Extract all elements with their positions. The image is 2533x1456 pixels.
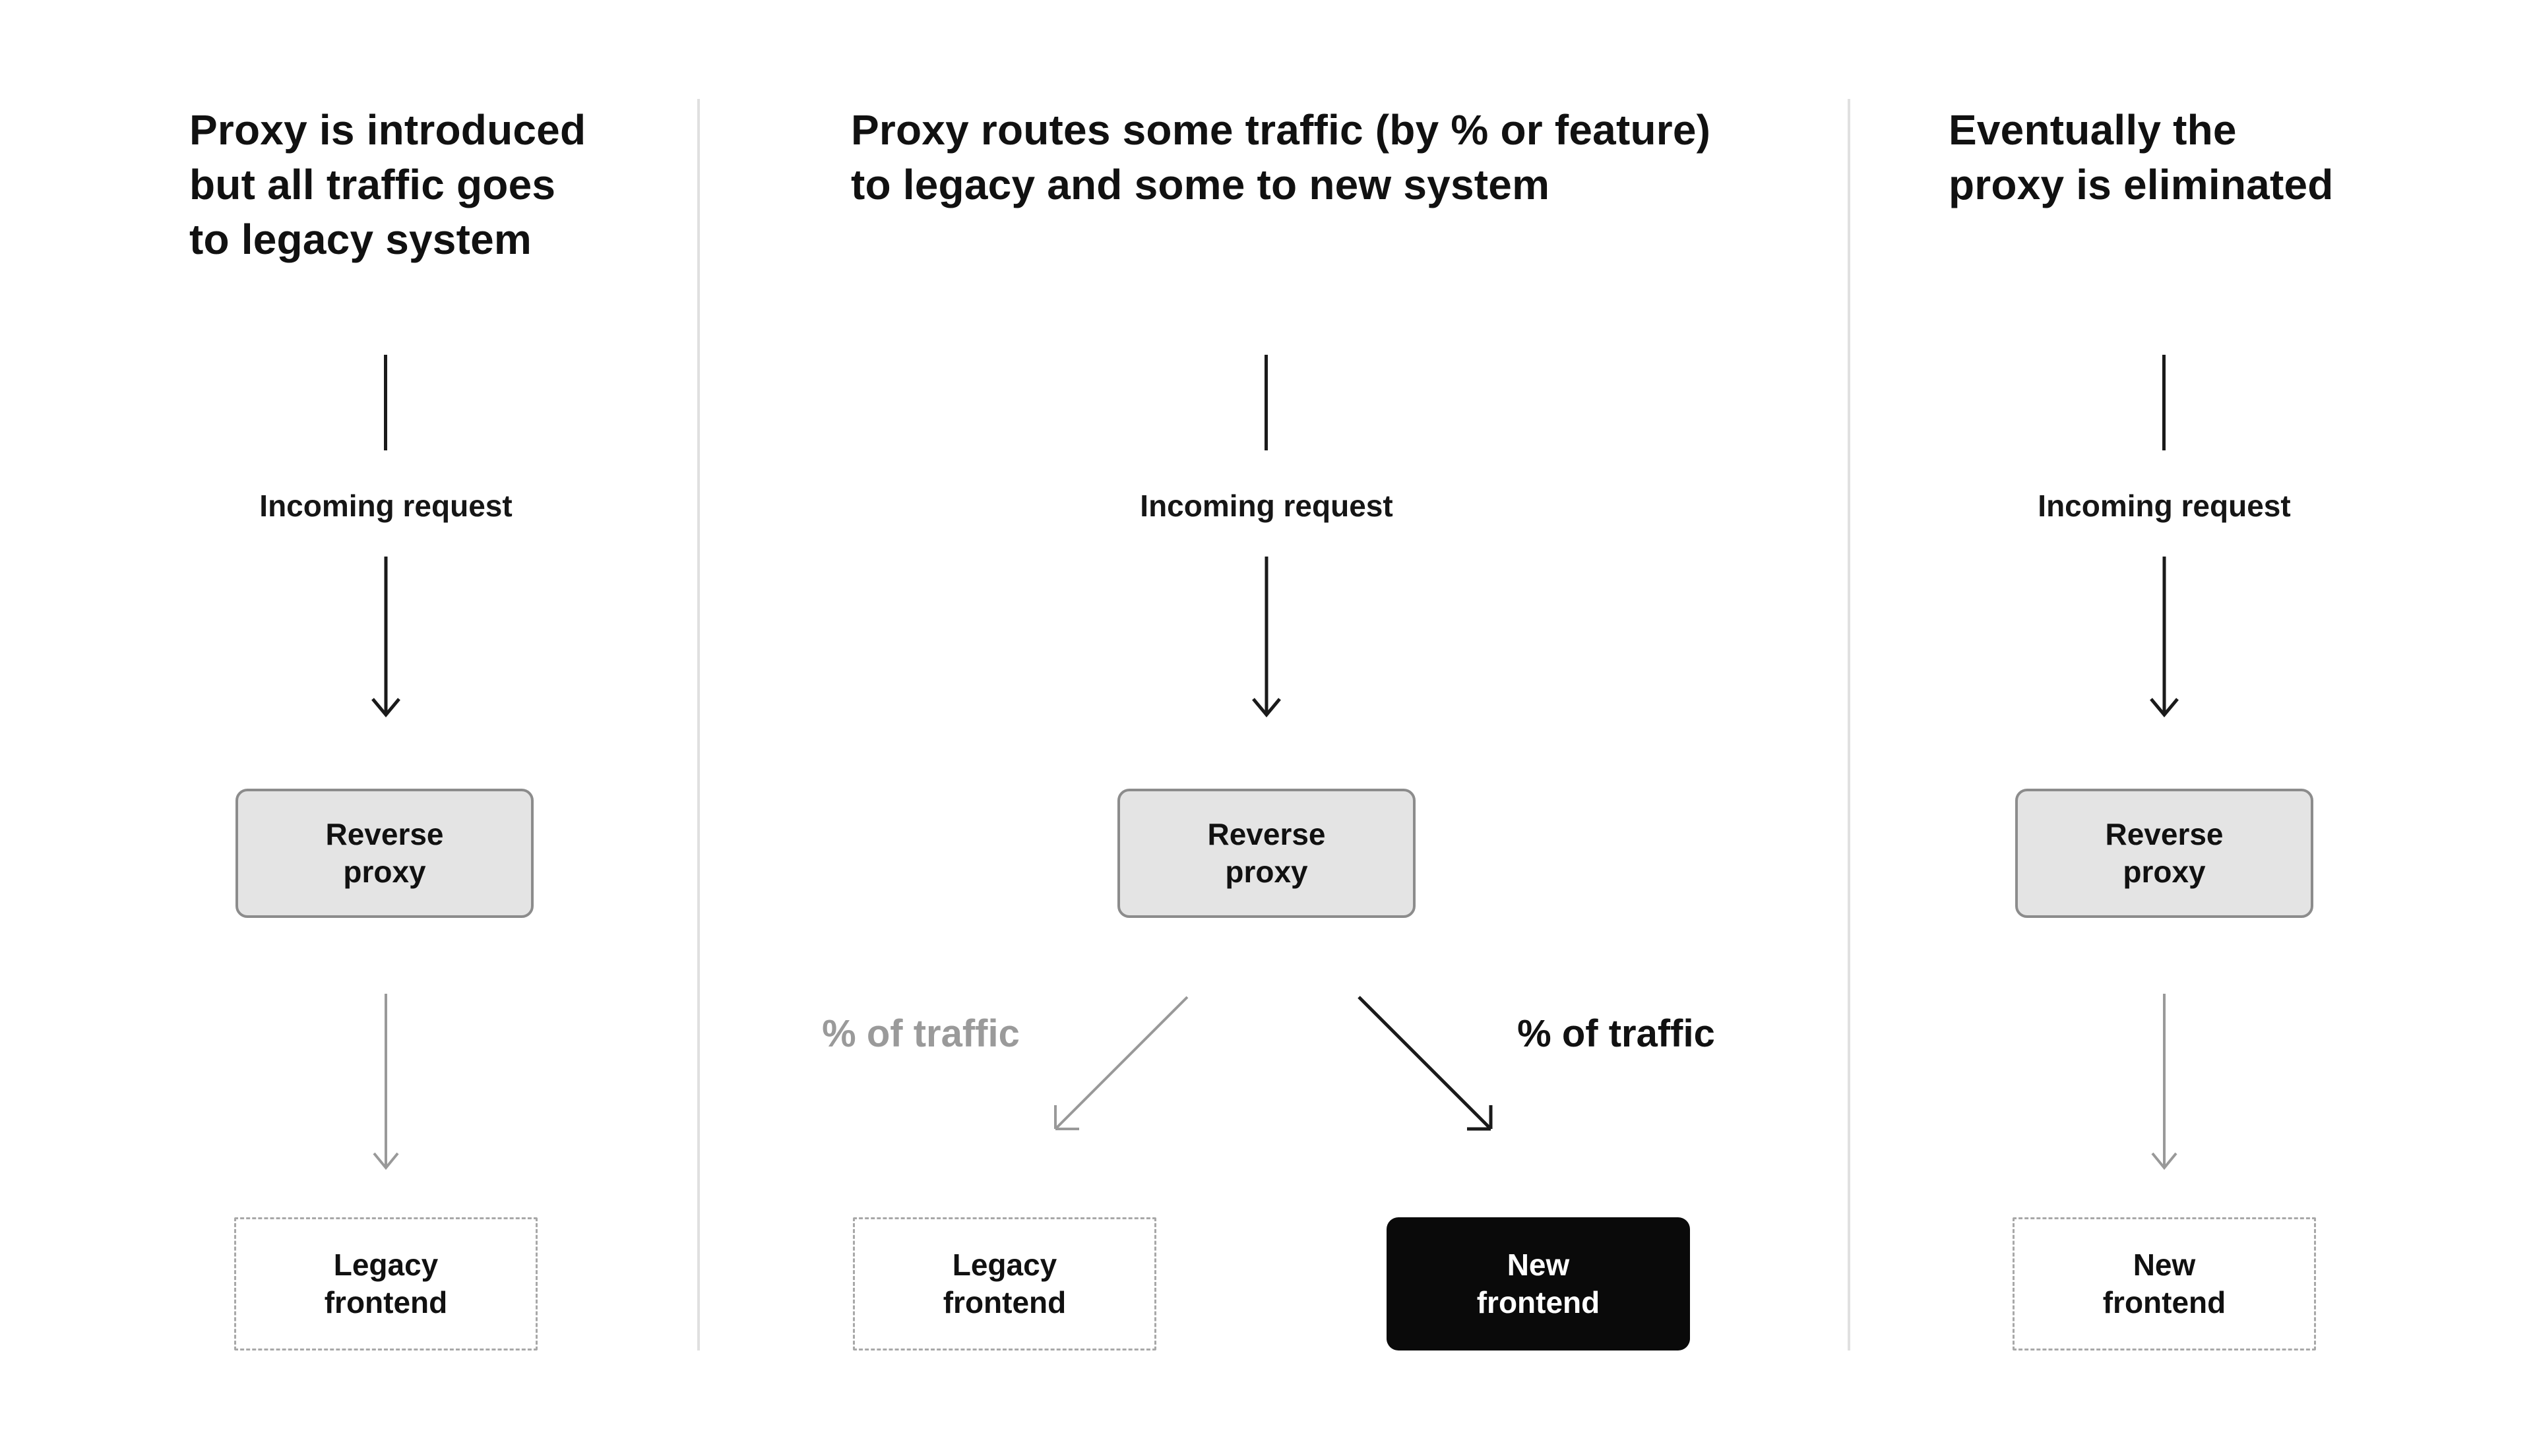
panel-1-legacy-frontend-node: Legacy frontend	[234, 1217, 538, 1350]
panel-1-reverse-proxy-node: Reverse proxy	[235, 789, 534, 918]
panel-3-gray-down-arrow-icon	[2151, 994, 2177, 1170]
panel-3-incoming-request-label: Incoming request	[2038, 489, 2291, 523]
panel-2-reverse-proxy-node: Reverse proxy	[1117, 789, 1416, 918]
panel-2-title: Proxy routes some traffic (by % or featu…	[851, 106, 1711, 208]
panel-1-incoming-stem-line	[384, 355, 387, 450]
panel-2-traffic-percent-label-new: % of traffic	[1517, 1012, 1715, 1055]
panel-2-diagonal-arrow-to-legacy-icon	[1054, 996, 1189, 1130]
panel-3-new-frontend-node: New frontend	[2013, 1217, 2316, 1350]
panel-2-down-arrow-icon	[1252, 557, 1281, 717]
panel-1-down-arrow-icon	[371, 557, 400, 717]
panel-2-diagonal-arrow-to-new-icon	[1358, 996, 1493, 1131]
panel-2-new-frontend-node: New frontend	[1387, 1217, 1690, 1350]
panel-1-incoming-request-label: Incoming request	[259, 489, 513, 523]
panel-2-legacy-frontend-node: Legacy frontend	[853, 1217, 1156, 1350]
panel-3-incoming-stem-line	[2162, 355, 2166, 450]
panel-3-title: Eventually the proxy is eliminated	[1949, 106, 2334, 208]
panel-2-incoming-stem-line	[1265, 355, 1268, 450]
panel-1-gray-down-arrow-icon	[373, 994, 399, 1170]
panel-2-traffic-percent-label-legacy: % of traffic	[822, 1012, 1020, 1055]
panel-3-down-arrow-icon	[2150, 557, 2179, 717]
panel-divider-left	[697, 99, 700, 1350]
panel-divider-right	[1848, 99, 1850, 1350]
panel-1-title: Proxy is introduced but all traffic goes…	[189, 106, 586, 263]
panel-2-incoming-request-label: Incoming request	[1140, 489, 1393, 523]
panel-3-reverse-proxy-node: Reverse proxy	[2015, 789, 2313, 918]
